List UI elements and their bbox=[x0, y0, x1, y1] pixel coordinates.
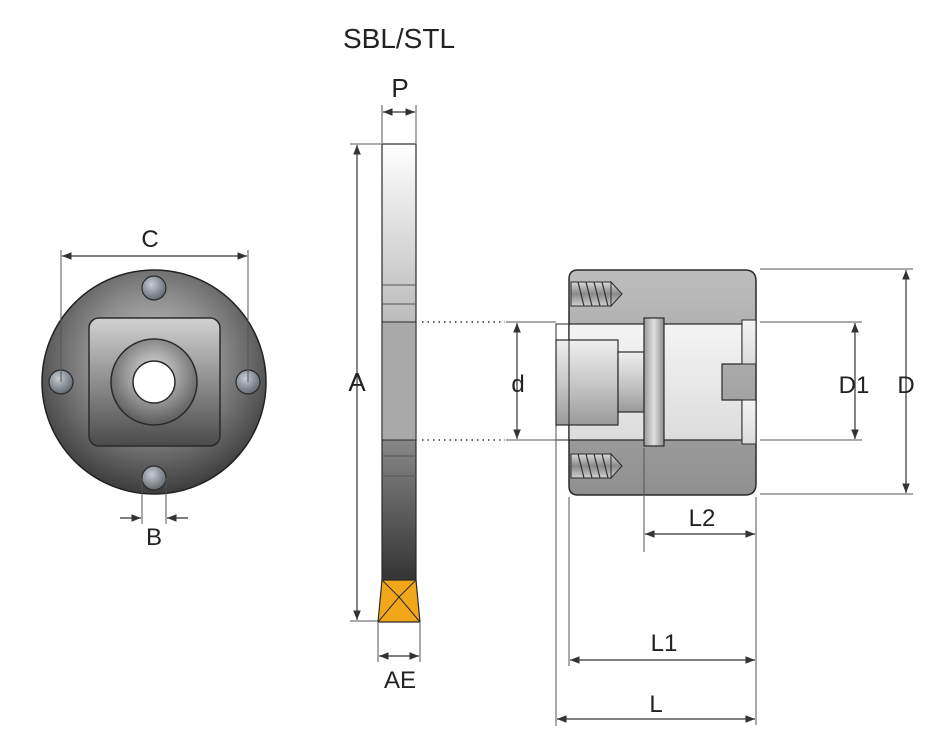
label-a: A bbox=[348, 367, 366, 397]
front-view: C B bbox=[41, 226, 267, 551]
mount-hole-bottom bbox=[141, 465, 167, 491]
label-l1: L1 bbox=[651, 630, 678, 657]
label-ae: AE bbox=[384, 667, 416, 694]
mount-hole-top bbox=[141, 275, 167, 301]
label-d-big: D bbox=[897, 372, 914, 399]
drawing-title: SBL/STL bbox=[343, 23, 455, 54]
section-view: d D1 D L2 L1 L bbox=[506, 268, 915, 726]
flange bbox=[643, 317, 665, 447]
blade-hub-section bbox=[381, 321, 417, 441]
label-d-small: d bbox=[511, 371, 524, 398]
label-l2: L2 bbox=[689, 505, 716, 532]
clamp-screw-top bbox=[570, 280, 623, 308]
label-c: C bbox=[141, 226, 158, 253]
shank-neck bbox=[617, 351, 645, 413]
clamp-screw-bottom bbox=[570, 452, 623, 480]
center-bore bbox=[132, 360, 176, 404]
label-d1: D1 bbox=[839, 372, 870, 399]
side-view: P A AE bbox=[348, 73, 505, 694]
label-b: B bbox=[146, 524, 162, 551]
shank bbox=[555, 339, 619, 426]
insert-tip bbox=[377, 579, 421, 623]
label-p: P bbox=[391, 73, 408, 103]
label-l: L bbox=[649, 691, 662, 718]
